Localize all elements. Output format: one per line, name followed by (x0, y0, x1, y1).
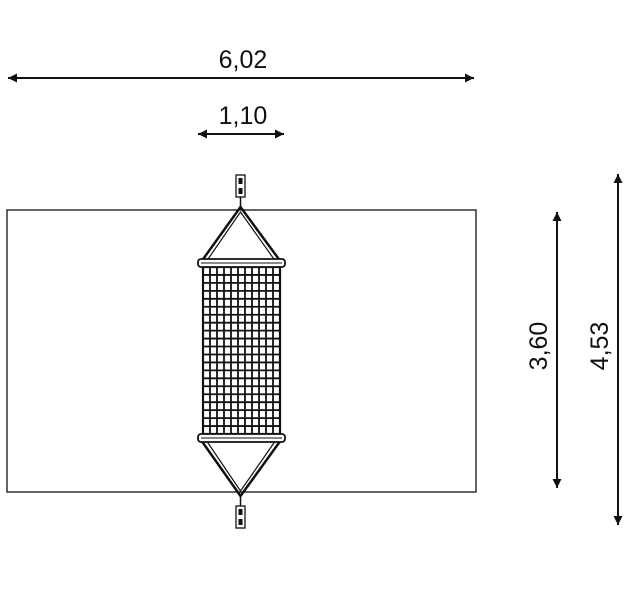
top-cross-beam (197, 258, 286, 268)
overall-width-label: 6,02 (219, 46, 268, 74)
overall-height-dimension: 4,53 (586, 174, 623, 525)
top-anchor-post (235, 174, 246, 207)
bottom-cross-beam (197, 433, 286, 443)
net-width-label: 1,10 (219, 102, 268, 130)
bottom-anchor-post (235, 496, 246, 529)
depth-label: 3,60 (525, 322, 553, 371)
overall-width-dimension: 6,02 (8, 46, 474, 83)
bottom-tension-ropes (199, 439, 283, 499)
net-border (201, 265, 282, 436)
net-width-dimension: 1,10 (198, 102, 284, 139)
net-grid (201, 265, 282, 436)
depth-dimension: 3,60 (525, 212, 562, 488)
top-tension-ropes (199, 204, 283, 263)
overall-height-label: 4,53 (586, 322, 614, 371)
safety-area-outline (6, 209, 477, 493)
